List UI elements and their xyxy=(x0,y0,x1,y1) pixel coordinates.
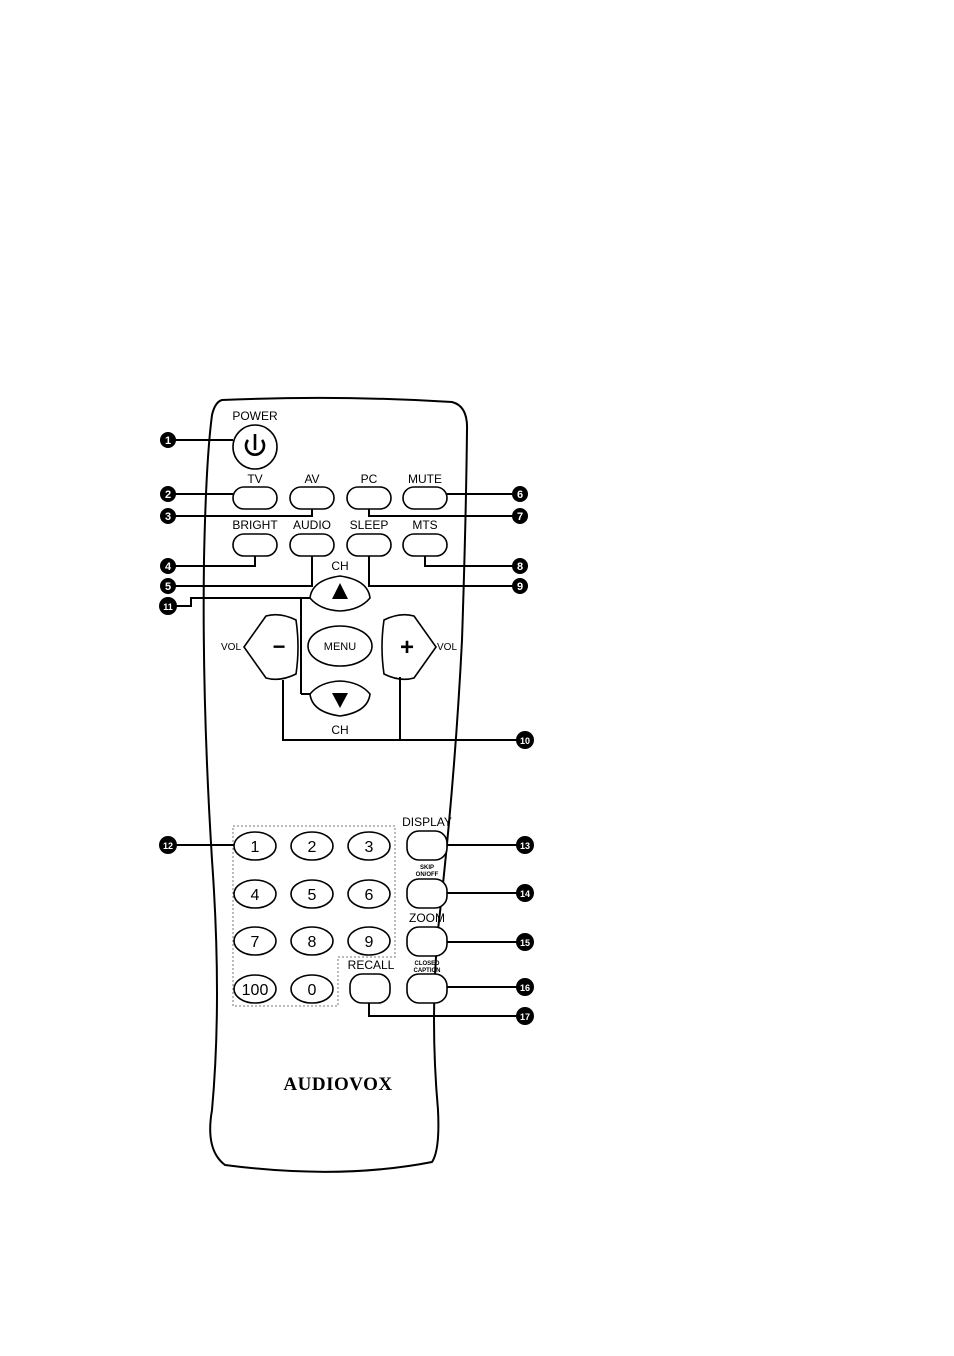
callout-4: 4 xyxy=(160,558,176,574)
keypad-key-1[interactable]: 1 xyxy=(234,832,276,860)
keypad-key-7-label: 7 xyxy=(251,934,260,951)
callout-11: 11 xyxy=(159,597,177,615)
audio-label: AUDIO xyxy=(293,518,331,532)
keypad-key-4[interactable]: 4 xyxy=(234,880,276,908)
sleep-label: SLEEP xyxy=(350,518,389,532)
vol-right-label: VOL xyxy=(437,642,457,653)
menu-label: MENU xyxy=(324,641,356,653)
closed-caption-label-line1: CLOSED xyxy=(414,961,440,967)
keypad-key-2-label: 2 xyxy=(308,839,317,856)
callout-16-number: 16 xyxy=(520,983,530,993)
closed-caption-label-line2: CAPTION xyxy=(414,968,441,974)
callout-10: 10 xyxy=(516,731,534,749)
power-button[interactable] xyxy=(233,425,277,469)
callout-1-number: 1 xyxy=(165,435,171,447)
keypad-key-3[interactable]: 3 xyxy=(348,832,390,860)
callout-8: 8 xyxy=(512,558,528,574)
callout-12: 12 xyxy=(159,836,177,854)
zoom-label: ZOOM xyxy=(409,911,445,925)
callout-9-number: 9 xyxy=(517,581,523,593)
callout-6: 6 xyxy=(512,486,528,502)
callout-3: 3 xyxy=(160,508,176,524)
callout-9: 9 xyxy=(512,578,528,594)
pc-button[interactable] xyxy=(347,487,391,509)
keypad-key-0[interactable]: 0 xyxy=(291,975,333,1003)
display-button[interactable] xyxy=(407,831,447,860)
callout-15-number: 15 xyxy=(520,938,530,948)
zoom-button[interactable] xyxy=(407,927,447,956)
skip-label-line2: ON/OFF xyxy=(416,872,439,878)
callout-7-number: 7 xyxy=(517,511,523,523)
callout-2-number: 2 xyxy=(165,489,171,501)
bright-button[interactable] xyxy=(233,534,277,556)
display-label: DISPLAY xyxy=(402,815,452,829)
vol-minus-glyph: − xyxy=(273,634,286,659)
callout-4-number: 4 xyxy=(165,561,172,573)
callout-8-number: 8 xyxy=(517,561,523,573)
vol-plus-glyph: + xyxy=(400,634,414,661)
tv-label: TV xyxy=(247,472,262,486)
keypad-key-1-label: 1 xyxy=(251,839,260,856)
keypad-key-2[interactable]: 2 xyxy=(291,832,333,860)
mts-label: MTS xyxy=(412,518,437,532)
av-label: AV xyxy=(304,472,319,486)
keypad-key-7[interactable]: 7 xyxy=(234,927,276,955)
keypad-key-6[interactable]: 6 xyxy=(348,880,390,908)
sleep-button[interactable] xyxy=(347,534,391,556)
recall-button[interactable] xyxy=(350,974,390,1003)
keypad-key-4-label: 4 xyxy=(251,887,260,904)
callout-17: 17 xyxy=(516,1007,534,1025)
keypad-key-9[interactable]: 9 xyxy=(348,927,390,955)
keypad-key-100[interactable]: 100 xyxy=(234,975,276,1003)
keypad-key-100-label: 100 xyxy=(242,982,269,999)
keypad-key-5-label: 5 xyxy=(308,887,317,904)
closed-caption-button[interactable] xyxy=(407,974,447,1003)
bright-label: BRIGHT xyxy=(232,518,278,532)
callout-14-number: 14 xyxy=(520,889,530,899)
keypad-key-8-label: 8 xyxy=(308,934,317,951)
callout-11-number: 11 xyxy=(163,602,173,612)
recall-label: RECALL xyxy=(348,958,395,972)
vol-left-label: VOL xyxy=(221,642,241,653)
brand-logo: AUDIOVOX xyxy=(283,1074,392,1095)
av-button[interactable] xyxy=(290,487,334,509)
power-label: POWER xyxy=(232,409,278,423)
callout-7: 7 xyxy=(512,508,528,524)
tv-button[interactable] xyxy=(233,487,277,509)
keypad-key-0-label: 0 xyxy=(308,982,317,999)
keypad-key-6-label: 6 xyxy=(365,887,374,904)
mute-button[interactable] xyxy=(403,487,447,509)
pc-label: PC xyxy=(361,472,378,486)
callout-2: 2 xyxy=(160,486,176,502)
mute-label: MUTE xyxy=(408,472,442,486)
keypad-key-8[interactable]: 8 xyxy=(291,927,333,955)
ch-up-label: CH xyxy=(331,559,348,573)
ch-down-label: CH xyxy=(331,723,348,737)
callout-16: 16 xyxy=(516,978,534,996)
callout-13: 13 xyxy=(516,836,534,854)
skip-label-line1: SKIP xyxy=(420,865,434,871)
skip-button[interactable] xyxy=(407,879,447,908)
callout-5: 5 xyxy=(160,578,176,594)
keypad-key-5[interactable]: 5 xyxy=(291,880,333,908)
callout-17-number: 17 xyxy=(520,1012,530,1022)
menu-button[interactable]: MENU xyxy=(308,626,372,666)
mts-button[interactable] xyxy=(403,534,447,556)
callout-3-number: 3 xyxy=(165,511,171,523)
remote-body xyxy=(204,398,467,1172)
keypad-key-9-label: 9 xyxy=(365,934,374,951)
audio-button[interactable] xyxy=(290,534,334,556)
callout-12-number: 12 xyxy=(163,841,173,851)
callout-10-number: 10 xyxy=(520,736,530,746)
callout-6-number: 6 xyxy=(517,489,523,501)
callout-1: 1 xyxy=(160,432,176,448)
callout-14: 14 xyxy=(516,884,534,902)
callout-5-number: 5 xyxy=(165,581,171,593)
keypad-key-3-label: 3 xyxy=(365,839,374,856)
callout-13-number: 13 xyxy=(520,841,530,851)
callout-15: 15 xyxy=(516,933,534,951)
